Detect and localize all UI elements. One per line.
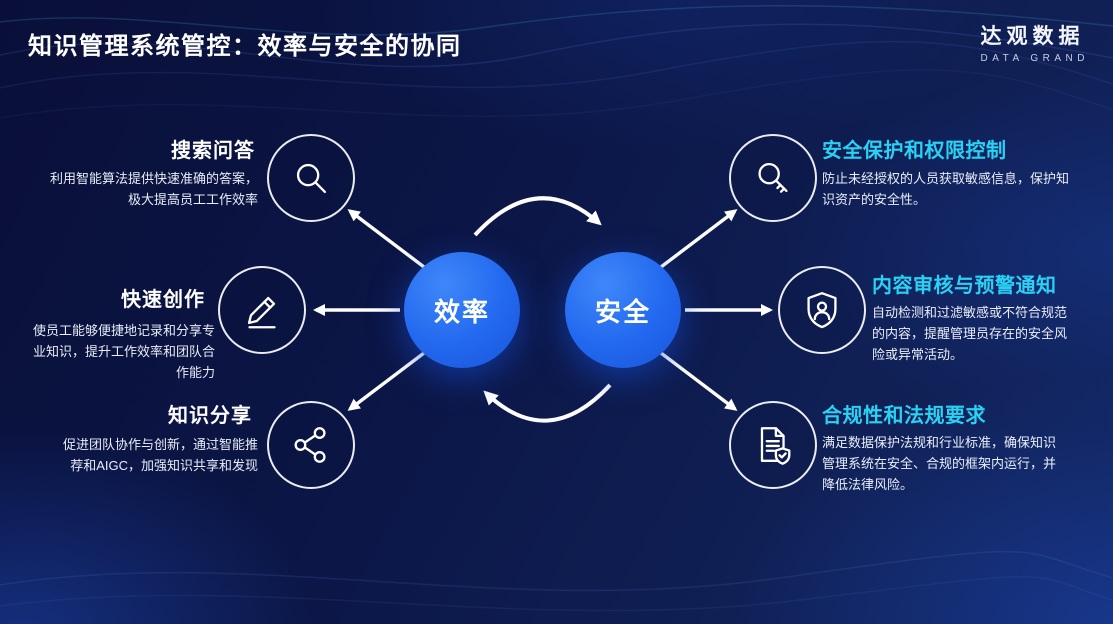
pencil-icon-circle <box>218 266 306 354</box>
right-item-desc: 防止未经授权的人员获取敏感信息，保护知识资产的安全性。 <box>822 171 1070 208</box>
document-shield-icon <box>760 427 791 465</box>
document-shield-icon-circle <box>729 401 817 489</box>
key-search-icon-circle <box>729 134 817 222</box>
pencil-icon <box>247 296 276 329</box>
shield-user-icon-circle <box>778 266 866 354</box>
right-item-title: 合规性和法规要求 <box>822 405 986 427</box>
right-item-desc: 自动检测和过滤敏感或不符合规范的内容，提醒管理员存在的安全风险或异常活动。 <box>872 305 1068 363</box>
left-item-desc: 利用智能算法提供快速准确的答案，极大提高员工工作效率 <box>49 171 258 208</box>
right-item-title: 内容审核与预警通知 <box>872 275 1057 297</box>
search-icon-circle <box>267 134 355 222</box>
cycle-arrow-bottom <box>483 383 612 423</box>
brand-logo-name: 达观数据 <box>980 25 1085 48</box>
shield-user-icon <box>807 292 837 329</box>
left-item-title: 知识分享 <box>168 405 252 427</box>
brand-logo: 达观数据 DATA GRAND <box>980 20 1089 64</box>
page-title: 知识管理系统管控：效率与安全的协同 <box>28 33 462 60</box>
arrow-to-key <box>659 209 738 269</box>
security-hub: 安全 <box>565 252 681 368</box>
share-icon <box>294 427 326 463</box>
left-item-title: 搜索问答 <box>171 140 255 162</box>
right-item-title: 安全保护和权限控制 <box>822 140 1007 162</box>
share-icon-circle <box>267 401 355 489</box>
left-item-desc: 使员工能够便捷地记录和分享专业知识，提升工作效率和团队合作能力 <box>32 323 215 381</box>
left-item-title: 快速创作 <box>121 289 205 311</box>
right-item-desc: 满足数据保护法规和行业标准，确保知识管理系统在安全、合规的框架内运行，并降低法律… <box>822 435 1057 493</box>
arrow-to-search <box>347 209 426 269</box>
arrow-to-share <box>347 351 426 411</box>
search-icon <box>296 163 327 194</box>
arrow-to-document <box>659 351 738 411</box>
brand-logo-subtitle: DATA GRAND <box>980 53 1089 64</box>
cycle-arrow-top <box>473 196 602 237</box>
left-item-desc: 促进团队协作与创新，通过智能推荐和AIGC，加强知识共享和发现 <box>62 437 258 474</box>
efficiency-hub: 效率 <box>404 252 520 368</box>
key-search-icon <box>758 162 788 193</box>
